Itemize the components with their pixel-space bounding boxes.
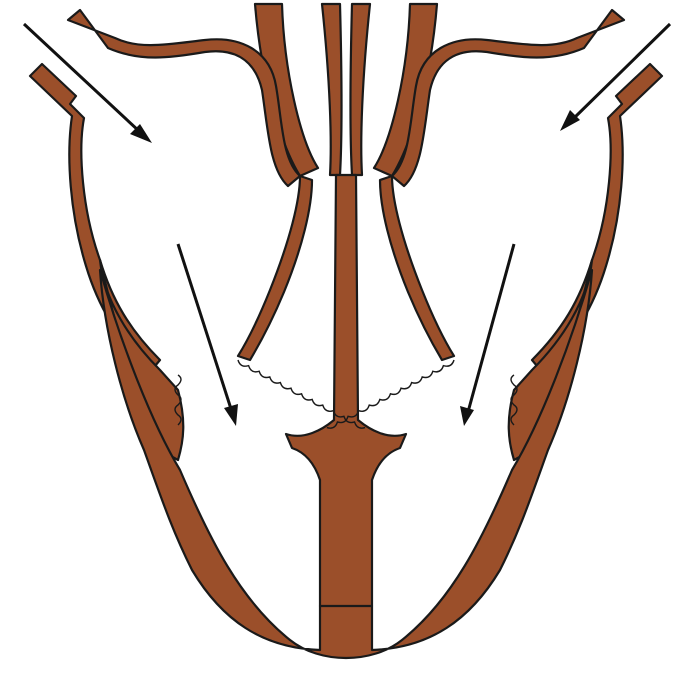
arrow-lower-left: [178, 244, 238, 426]
right-lower-vein: [532, 64, 662, 372]
right-inner-flap: [380, 176, 454, 360]
left-inner-flap: [238, 176, 312, 360]
vessel-center-right: [351, 4, 371, 175]
vessel-center-left: [322, 4, 342, 175]
left-lower-vein: [30, 64, 160, 372]
arrow-lower-right: [460, 244, 514, 426]
interventricular-septum: [286, 175, 406, 606]
